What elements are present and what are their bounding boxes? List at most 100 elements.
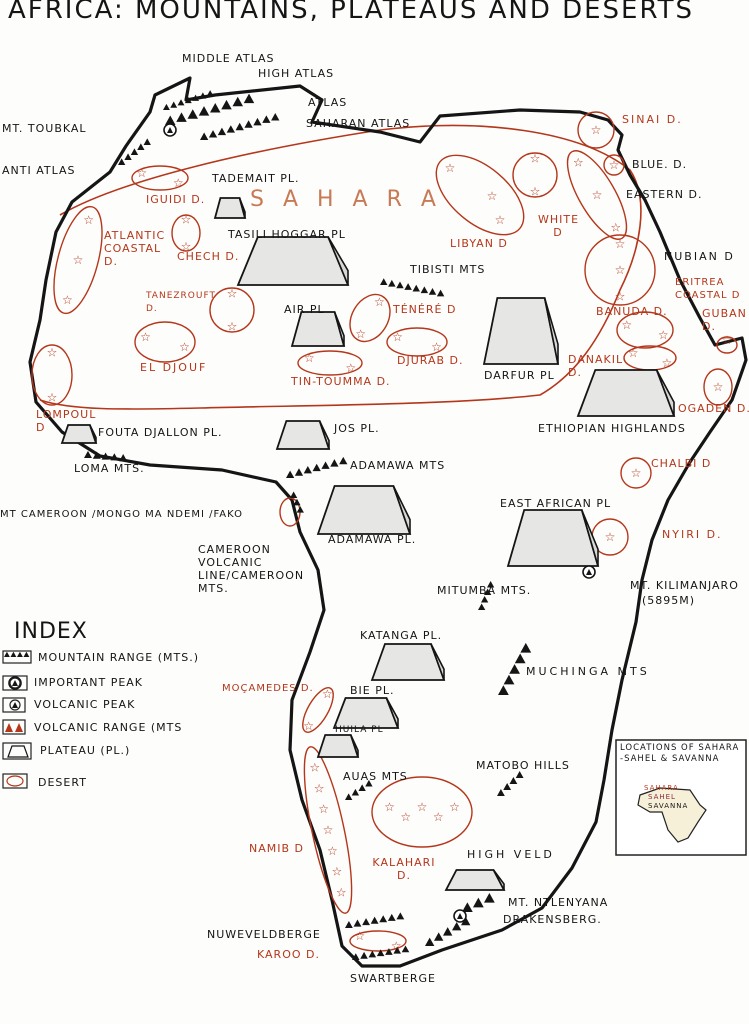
mountain-icon: [404, 283, 412, 290]
label-guban-d: Guban D.: [702, 307, 747, 333]
desert-outline: [303, 746, 353, 914]
label-matobo-hills: Matobo Hills: [476, 759, 570, 772]
plateau-side: [318, 420, 330, 450]
label-east-african-pl: East African Pl: [500, 497, 612, 510]
desert-star-layer: ☆☆☆☆☆☆☆☆☆☆☆☆☆☆☆☆☆☆☆☆☆☆☆☆☆☆☆☆☆☆☆☆☆☆☆☆☆☆☆☆…: [47, 123, 733, 953]
plateau-index-icon: [7, 745, 29, 758]
star-icon: ☆: [173, 176, 184, 190]
label-tasili-hoggar-pl: Tasili Hoggar Pl: [228, 228, 346, 241]
desert-outline: [616, 311, 674, 349]
peak-triangle: [586, 569, 592, 575]
mountain-icon: [303, 466, 312, 474]
star-icon: ☆: [530, 152, 541, 166]
mountain-icon: [253, 117, 262, 126]
label-auas-mts: Auas Mts: [343, 770, 408, 783]
label-bie-pl: Bie Pl.: [350, 684, 395, 697]
mountain-icon: [110, 453, 119, 461]
mountain-icon: [200, 132, 209, 140]
volcanic-range-icon: [15, 723, 23, 732]
label-ogaden-d: Ogaden D.: [678, 402, 749, 415]
mountain-icon: [345, 793, 353, 800]
mountain-icon: [473, 897, 484, 908]
desert-outline: [584, 234, 656, 306]
star-icon: ☆: [227, 320, 238, 334]
star-icon: ☆: [314, 781, 325, 795]
star-icon: ☆: [83, 213, 94, 227]
mountain-icon: [376, 949, 385, 957]
mountain-icon: [503, 674, 515, 685]
label-swartberge: Swartberge: [350, 972, 436, 985]
desert-outline: [716, 336, 738, 354]
inset-africa: [637, 787, 707, 843]
star-icon: ☆: [318, 802, 329, 816]
label-karoo-d: Karoo D.: [257, 948, 320, 961]
mountain-icon: [436, 289, 445, 297]
label-ethiopian-highlands: Ethiopian Highlands: [538, 422, 686, 435]
mountain-icon: [360, 951, 368, 959]
mountain-icon: [165, 115, 176, 125]
index-item-mountain-range: Mountain Range (Mts.): [38, 651, 199, 664]
star-icon: ☆: [609, 158, 620, 172]
index-title: Index: [14, 619, 88, 644]
star-icon: ☆: [136, 166, 147, 180]
plateau-side: [392, 485, 411, 535]
mountain-icon: [286, 470, 295, 478]
peak-layer: [5, 123, 596, 923]
star-icon: ☆: [336, 885, 347, 899]
index-item-plateau: Plateau (Pl.): [40, 744, 131, 757]
mountain-icon: [217, 127, 227, 136]
mountain-icon: [484, 588, 492, 595]
mountain-icon: [271, 112, 280, 121]
mountain-icon: [210, 103, 221, 113]
star-icon: ☆: [354, 929, 365, 943]
star-icon: ☆: [181, 213, 192, 227]
label-djurab-d: Djurab D.: [397, 354, 464, 367]
star-icon: ☆: [322, 687, 333, 701]
label-banuda-d: Banuda D.: [596, 305, 668, 318]
map-title: Africa: Mountains, Plateaus and Deserts: [8, 0, 695, 25]
star-icon: ☆: [309, 761, 320, 775]
mountain-icon: [293, 498, 301, 506]
label-air-pl: Air Pl: [284, 303, 325, 316]
star-icon: ☆: [323, 823, 334, 837]
mountain-icon: [17, 651, 23, 657]
label-tademait-pl: Tademait Pl.: [212, 172, 300, 185]
mountain-icon: [387, 913, 396, 921]
label-huila-pl: Huila Pl: [335, 725, 384, 735]
star-icon: ☆: [304, 351, 315, 365]
mountain-icon: [312, 463, 321, 472]
star-icon: ☆: [615, 289, 626, 303]
mountain-icon: [478, 603, 486, 610]
star-icon: ☆: [592, 188, 603, 202]
star-icon: ☆: [495, 213, 506, 227]
label-white-d: White D: [538, 213, 580, 239]
label-darfur-pl: Darfur Pl: [484, 369, 555, 382]
index-item-desert: Desert: [38, 776, 87, 789]
mountain-icon: [23, 651, 30, 657]
label-adamawa-pl: Adamawa Pl.: [328, 533, 417, 546]
sahara-boundary: [39, 124, 642, 410]
mountain-icon: [294, 468, 304, 476]
plateau-side: [430, 643, 445, 681]
mountain-icon: [321, 461, 330, 469]
mountain-icon: [380, 278, 388, 285]
plateau-side: [333, 311, 345, 347]
volcanic-range-icon: [5, 723, 13, 732]
mountain-icon: [352, 953, 360, 960]
label-atlantic-coastal-d: Atlantic Coastal D.: [104, 229, 166, 268]
star-icon: ☆: [628, 346, 639, 360]
sahara-label: S A H A R A: [250, 187, 442, 212]
mountain-icon: [353, 919, 362, 927]
mountain-icon: [498, 685, 509, 695]
plateau-side: [238, 197, 246, 219]
label-mt-kilimanjaro: Mt. Kilimanjaro: [630, 579, 739, 592]
label-mt-toubkal: Mt. Toubkal: [2, 122, 87, 135]
star-icon: ☆: [722, 333, 733, 347]
star-icon: ☆: [62, 293, 73, 307]
mountain-icon: [235, 122, 244, 131]
mountain-icon: [198, 106, 210, 116]
label-katanga-pl: Katanga Pl.: [360, 629, 443, 642]
mountain-icon: [443, 927, 453, 936]
desert-outline: [371, 776, 473, 848]
star-icon: ☆: [392, 330, 403, 344]
